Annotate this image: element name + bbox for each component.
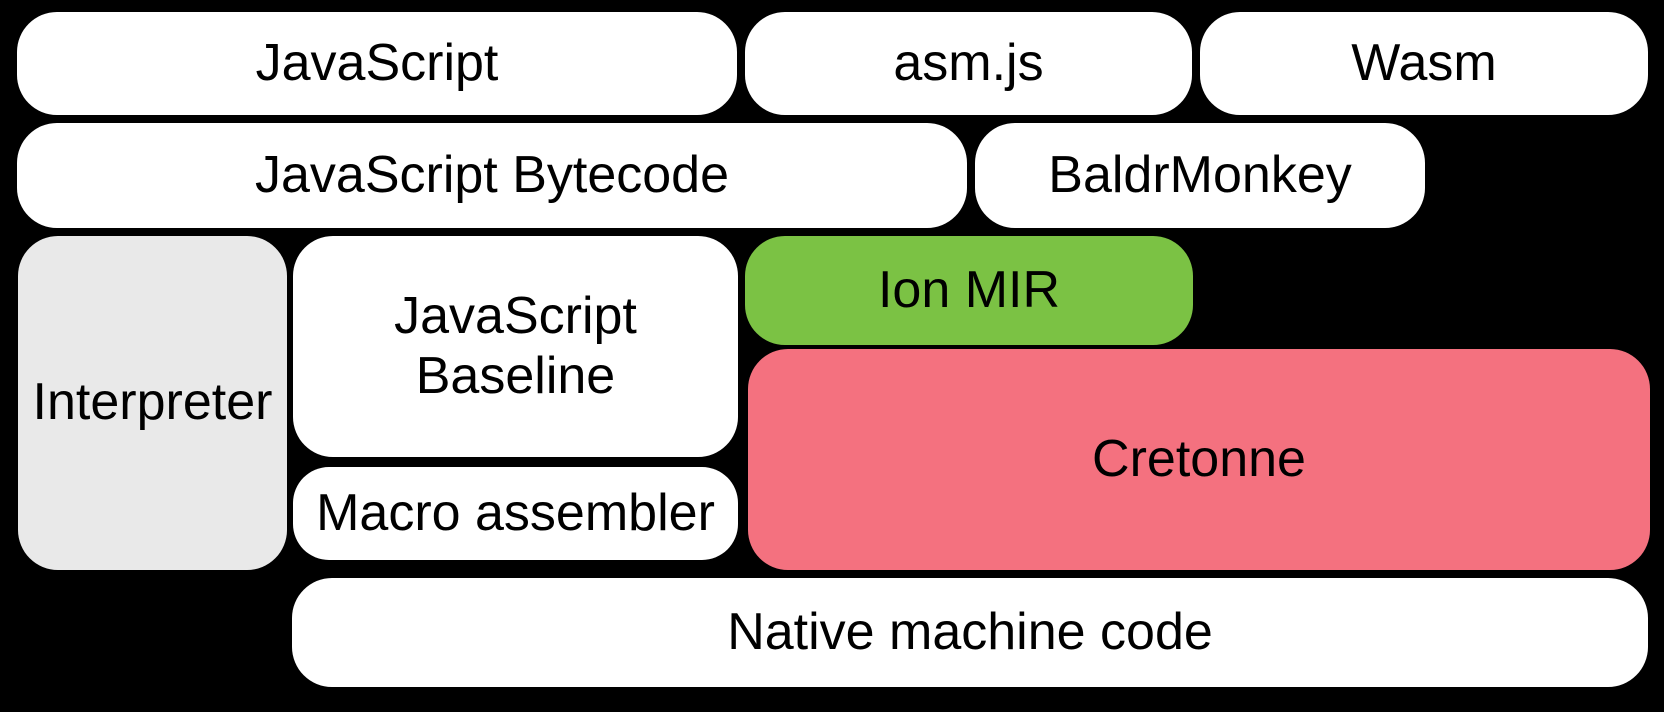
box-wasm: Wasm	[1200, 12, 1648, 115]
box-ion-mir: Ion MIR	[745, 236, 1193, 345]
box-asmjs: asm.js	[745, 12, 1192, 115]
box-baldrmonkey: BaldrMonkey	[975, 123, 1425, 228]
box-javascript-bytecode: JavaScript Bytecode	[17, 123, 967, 228]
box-macro-assembler: Macro assembler	[293, 467, 738, 560]
box-cretonne: Cretonne	[748, 349, 1650, 570]
box-native-machine-code: Native machine code	[292, 578, 1648, 687]
box-javascript-baseline-label: JavaScript Baseline	[394, 286, 637, 405]
box-interpreter: Interpreter	[18, 236, 287, 570]
box-javascript: JavaScript	[17, 12, 737, 115]
box-javascript-baseline: JavaScript Baseline	[293, 236, 738, 457]
